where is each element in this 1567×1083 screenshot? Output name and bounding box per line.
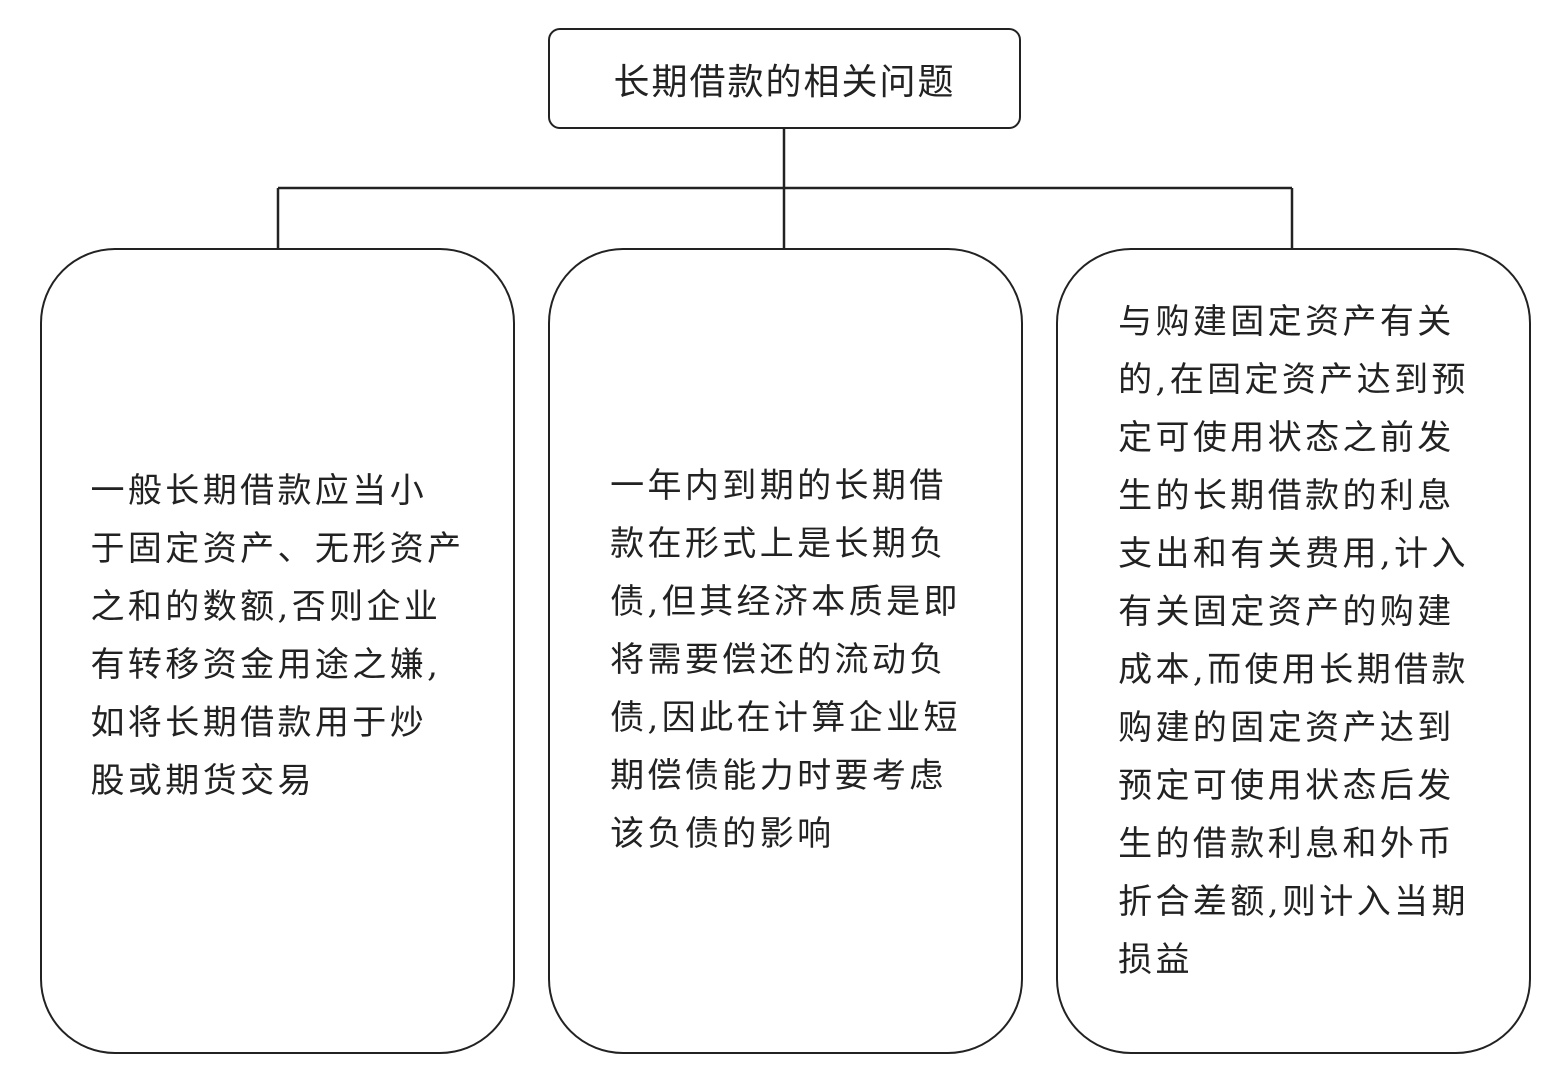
node-text-line: 于固定资产、无形资产 xyxy=(90,529,465,569)
node-text-line: 损益 xyxy=(1118,940,1193,980)
node-text-line: 之和的数额,否则企业 xyxy=(90,587,442,627)
node-text-line: 款在形式上是长期负 xyxy=(610,524,947,564)
root-node: 长期借款的相关问题 xyxy=(548,28,1021,129)
node-text-line: 债,因此在计算企业短 xyxy=(610,698,961,738)
node-text-line: 有关固定资产的购建 xyxy=(1118,592,1455,632)
node-text-line: 生的长期借款的利息 xyxy=(1118,476,1455,516)
node-text-line: 的,在固定资产达到预 xyxy=(1118,360,1469,400)
node-text-line: 该负债的影响 xyxy=(610,814,835,854)
node-text-line: 支出和有关费用,计入 xyxy=(1118,534,1469,574)
node-text-line: 如将长期借款用于炒 xyxy=(90,703,428,743)
node-text-line: 购建的固定资产达到 xyxy=(1118,708,1455,748)
node-text-line: 折合差额,则计入当期 xyxy=(1118,882,1469,922)
child-node-right: 与购建固定资产有关 的,在固定资产达到预 定可使用状态之前发 生的长期借款的利息… xyxy=(1056,248,1531,1054)
node-text-line: 将需要偿还的流动负 xyxy=(610,640,947,680)
node-text-line: 股或期货交易 xyxy=(90,761,315,801)
node-text-line: 有转移资金用途之嫌, xyxy=(90,645,442,685)
node-text-line: 成本,而使用长期借款 xyxy=(1118,650,1469,690)
child-node-left: 一般长期借款应当小 于固定资产、无形资产 之和的数额,否则企业 有转移资金用途之… xyxy=(40,248,515,1054)
node-text-line: 预定可使用状态后发 xyxy=(1118,766,1455,806)
root-title: 长期借款的相关问题 xyxy=(613,61,956,103)
node-text-line: 与购建固定资产有关 xyxy=(1118,302,1455,342)
node-text-line: 期偿债能力时要考虑 xyxy=(610,756,947,796)
node-text-line: 一般长期借款应当小 xyxy=(90,471,428,511)
node-text-line: 一年内到期的长期借 xyxy=(610,466,947,506)
node-text-line: 定可使用状态之前发 xyxy=(1118,418,1455,458)
child-node-middle: 一年内到期的长期借 款在形式上是长期负 债,但其经济本质是即 将需要偿还的流动负… xyxy=(548,248,1023,1054)
node-text-line: 生的借款利息和外币 xyxy=(1118,824,1455,864)
node-text-line: 债,但其经济本质是即 xyxy=(610,582,961,622)
